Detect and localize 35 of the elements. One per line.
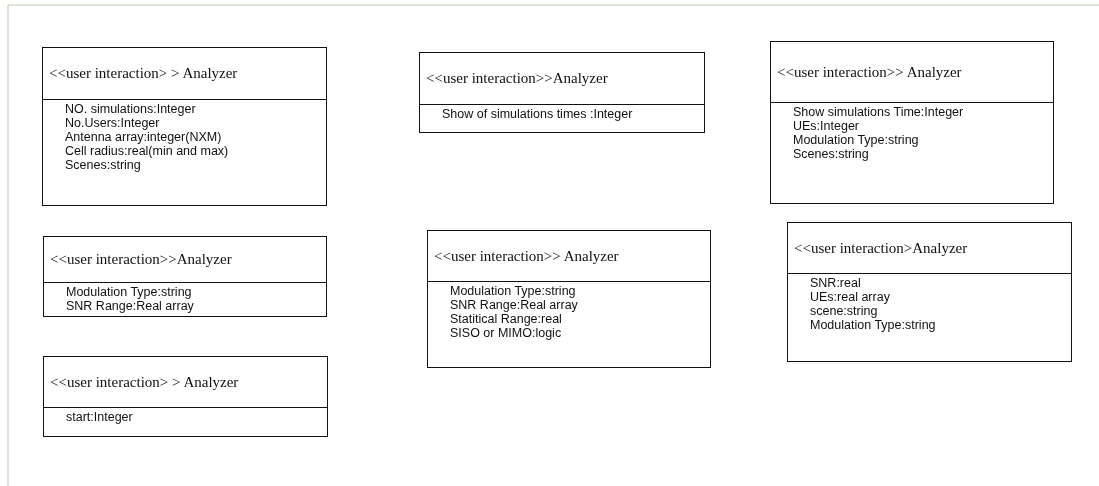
attribute-text: Scenes:string [793, 147, 870, 161]
attribute-text: Modulation Type:string [66, 285, 193, 299]
attribute-text: Show simulations Time:Integer [793, 105, 965, 119]
class-name: <<user interaction> > Analyzer [44, 357, 327, 408]
attribute-text: Statitical Range:real [450, 312, 563, 326]
attribute-text: Modulation Type:string [810, 318, 937, 332]
class-name: <<user interaction>Analyzer [788, 223, 1071, 274]
class-box [787, 222, 1072, 362]
class-box [43, 356, 328, 437]
attribute-text: No.Users:Integer [65, 116, 161, 130]
class-name: <<user interaction>>Analyzer [44, 237, 326, 283]
attribute-text: Scenes:string [65, 158, 142, 172]
attribute-text: UEs:real array [810, 290, 891, 304]
attribute-text: SNR Range:Real array [450, 298, 579, 312]
class-name: <<user interaction>> Analyzer [428, 231, 710, 282]
class-box [427, 230, 711, 368]
attribute-text: Show of simulations times :Integer [442, 107, 634, 121]
attribute-text: scene:string [810, 304, 879, 318]
attribute-text: Cell radius:real(min and max) [65, 144, 230, 158]
attribute-text: SNR:real [810, 276, 862, 290]
class-name: <<user interaction>>Analyzer [420, 53, 704, 105]
attribute-text: UEs:Integer [793, 119, 860, 133]
attribute-text: NO. simulations:Integer [65, 102, 197, 116]
class-box [43, 236, 327, 317]
class-box [770, 41, 1054, 204]
attribute-text: Modulation Type:string [450, 284, 577, 298]
attribute-text: Modulation Type:string [793, 133, 920, 147]
attribute-text: start:Integer [66, 410, 134, 424]
class-box [419, 52, 705, 133]
attribute-text: SISO or MIMO:logic [450, 326, 563, 340]
attribute-text: SNR Range:Real array [66, 299, 195, 313]
class-box [42, 47, 327, 206]
class-name: <<user interaction>> Analyzer [771, 42, 1053, 103]
class-name: <<user interaction> > Analyzer [43, 48, 326, 100]
attribute-text: Antenna array:integer(NXM) [65, 130, 223, 144]
